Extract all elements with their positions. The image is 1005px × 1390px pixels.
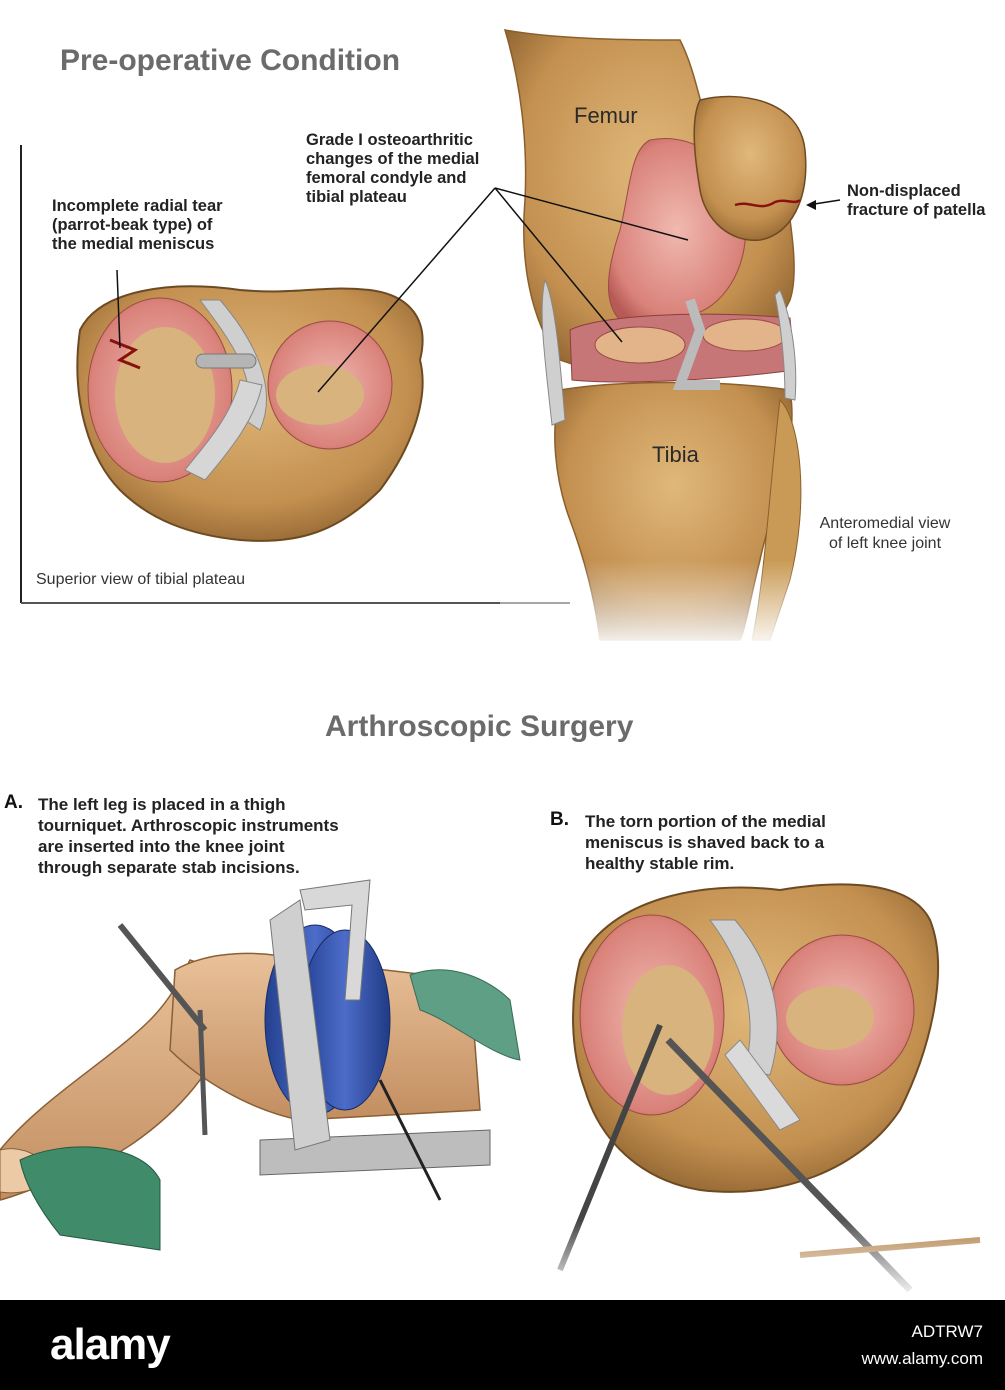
surgery-title: Arthroscopic Surgery	[325, 710, 634, 743]
leader-lines	[116, 187, 841, 393]
patella-fracture-label: Non-displaced fracture of patella	[847, 182, 986, 219]
osteoarthritic-label: Grade I osteoarthritic changes of the me…	[306, 131, 480, 206]
footer-url: www.alamy.com	[861, 1349, 983, 1368]
knee-anteromedial-view	[500, 29, 820, 650]
tibial-plateau-superior-view	[76, 285, 424, 542]
alamy-logo: alamy	[50, 1320, 171, 1369]
step-b-text: The torn portion of the medial meniscus …	[585, 812, 826, 873]
step-b-letter: B.	[550, 809, 569, 830]
illustration-canvas	[0, 29, 1000, 1300]
arthroscopic-view-scene	[540, 883, 1000, 1300]
surgery-leg-scene	[0, 879, 521, 1251]
image-id: ADTRW7	[911, 1322, 983, 1341]
pre-op-title: Pre-operative Condition	[60, 44, 401, 77]
radial-tear-label: Incomplete radial tear (parrot-beak type…	[52, 197, 223, 253]
superior-view-caption: Superior view of tibial plateau	[36, 571, 246, 588]
step-a-letter: A.	[4, 792, 23, 813]
anteromedial-view-caption: Anteromedial view of left knee joint	[819, 515, 951, 552]
step-a-text: The left leg is placed in a thigh tourni…	[38, 795, 339, 877]
footer-bar: alamy ADTRW7 www.alamy.com	[0, 1300, 1005, 1390]
femur-label: Femur	[574, 103, 638, 128]
tibia-label: Tibia	[652, 442, 699, 467]
